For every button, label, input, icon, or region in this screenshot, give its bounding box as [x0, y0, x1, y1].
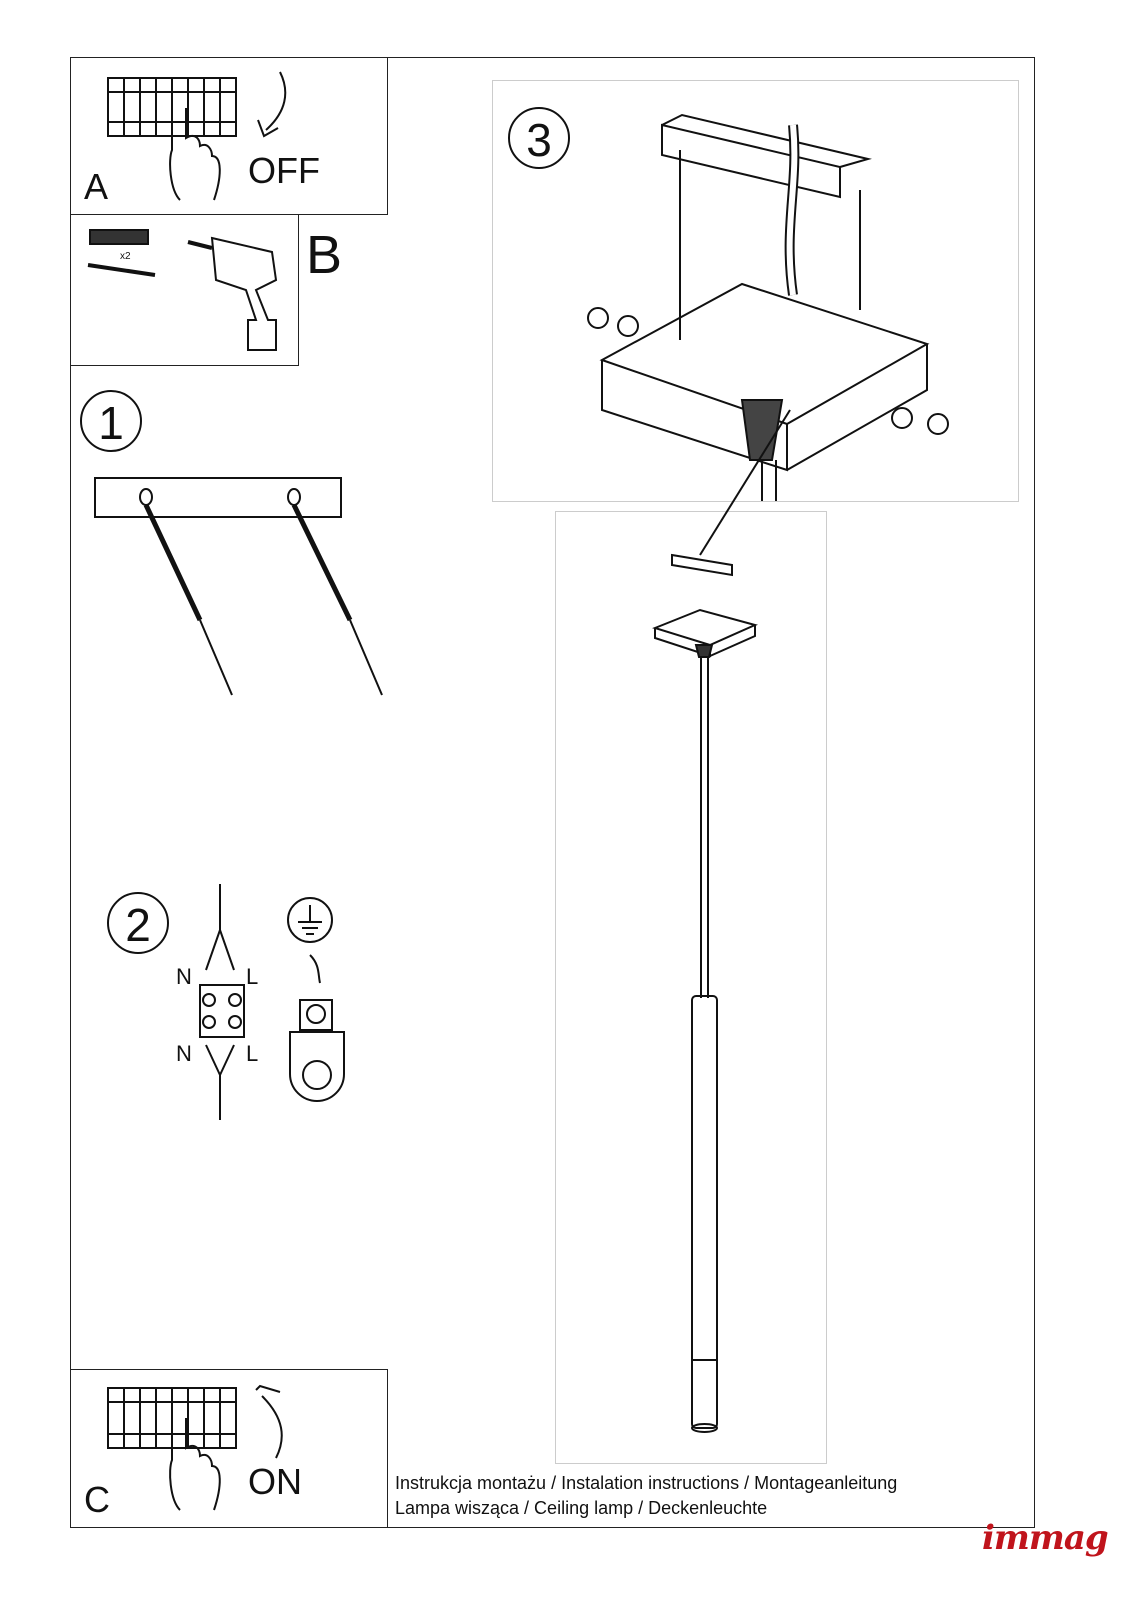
terminal-block-icon — [199, 884, 245, 1120]
mounting-bracket — [94, 477, 342, 518]
hand-icon — [169, 1418, 221, 1511]
step-3-number: 3 — [508, 107, 570, 169]
step-2-number: 2 — [107, 892, 169, 954]
off-label: OFF — [248, 150, 320, 191]
breaker-box-icon — [107, 77, 237, 137]
brand-logo: immag — [982, 1518, 1109, 1558]
ground-symbol-icon — [287, 897, 333, 943]
drill-icon — [187, 236, 278, 351]
arrow-up-icon — [255, 1384, 283, 1459]
neutral-label-bottom: N — [176, 1041, 192, 1066]
outer-frame — [70, 57, 1035, 1528]
neutral-label-top: N — [176, 964, 192, 989]
lamp-overview-box — [555, 511, 827, 1464]
live-label-top: L — [246, 964, 259, 989]
arrow-down-icon — [257, 71, 287, 138]
panel-c-letter: C — [84, 1479, 110, 1520]
panel-b-letter: B — [306, 225, 343, 285]
wall-plug-icon — [89, 229, 149, 245]
live-label-bottom: L — [246, 1041, 259, 1066]
step-1-number: 1 — [80, 390, 142, 452]
screw-icon — [87, 263, 156, 277]
pendant-lamp — [652, 553, 758, 1433]
footer-title-line1: Instrukcja montażu / Instalation instruc… — [395, 1473, 898, 1493]
on-label: ON — [248, 1461, 302, 1502]
screw-icon — [143, 503, 383, 696]
ground-terminal-icon — [289, 954, 345, 1102]
quantity-label: x2 — [120, 251, 131, 262]
panel-a-letter: A — [84, 166, 109, 207]
panel-c — [70, 1369, 388, 1528]
footer-title-line2: Lampa wisząca / Ceiling lamp / Deckenleu… — [395, 1498, 768, 1518]
hand-icon — [169, 108, 221, 201]
panel-b — [70, 214, 299, 366]
ceiling-canopy-exploded — [587, 113, 949, 556]
step-3-box — [492, 80, 1019, 502]
